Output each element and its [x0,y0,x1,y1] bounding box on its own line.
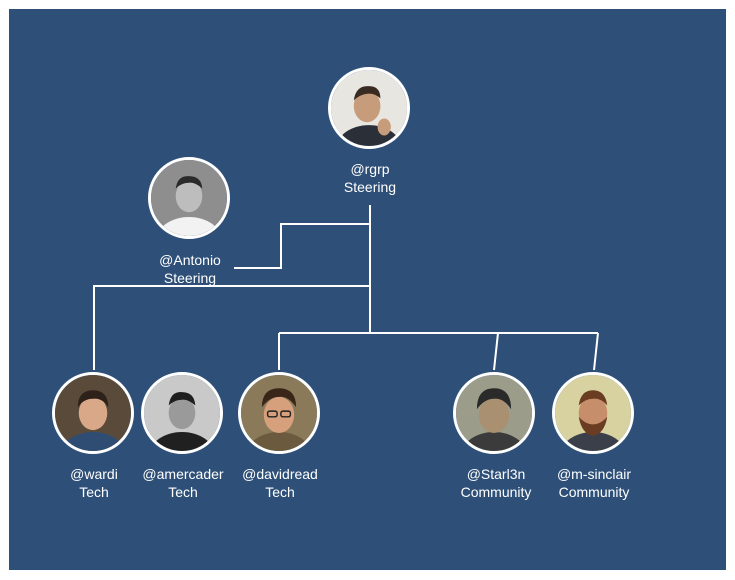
avatar-starl3n [453,372,535,454]
label-antonio: @Antonio Steering [130,251,250,287]
avatar-antonio [148,157,230,239]
handle-wardi: @wardi [70,466,118,482]
label-rgrp: @rgrp Steering [310,160,430,196]
connector-msinclair [593,332,599,371]
person-photo-icon [555,375,631,451]
handle-antonio: @Antonio [159,252,221,268]
connector-antonio [234,223,370,269]
role-msinclair: Community [558,484,630,500]
connector-wardi [93,285,370,370]
role-rgrp: Steering [343,179,397,195]
connector-starl3n [493,332,499,371]
label-wardi: @wardi Tech [34,465,154,501]
avatar-amercader [141,372,223,454]
avatar-msinclair [552,372,634,454]
label-davidread: @davidread Tech [220,465,340,501]
label-amercader: @amercader Tech [123,465,243,501]
handle-msinclair: @m-sinclair [556,466,632,482]
role-antonio: Steering [163,270,217,286]
label-msinclair: @m-sinclair Community [534,465,654,501]
avatar-davidread [238,372,320,454]
avatar-rgrp [328,67,410,149]
person-photo-icon [144,375,220,451]
avatar-wardi [52,372,134,454]
role-starl3n: Community [460,484,532,500]
person-photo-icon [55,375,131,451]
role-davidread: Tech [265,484,295,500]
handle-amercader: @amercader [142,466,224,482]
label-starl3n: @Starl3n Community [436,465,556,501]
person-photo-icon [456,375,532,451]
handle-davidread: @davidread [242,466,318,482]
handle-starl3n: @Starl3n [466,466,526,482]
person-photo-icon [151,160,227,236]
person-photo-icon [241,375,317,451]
handle-rgrp: @rgrp [350,161,390,177]
role-wardi: Tech [79,484,109,500]
role-amercader: Tech [168,484,198,500]
person-photo-icon [331,70,407,146]
